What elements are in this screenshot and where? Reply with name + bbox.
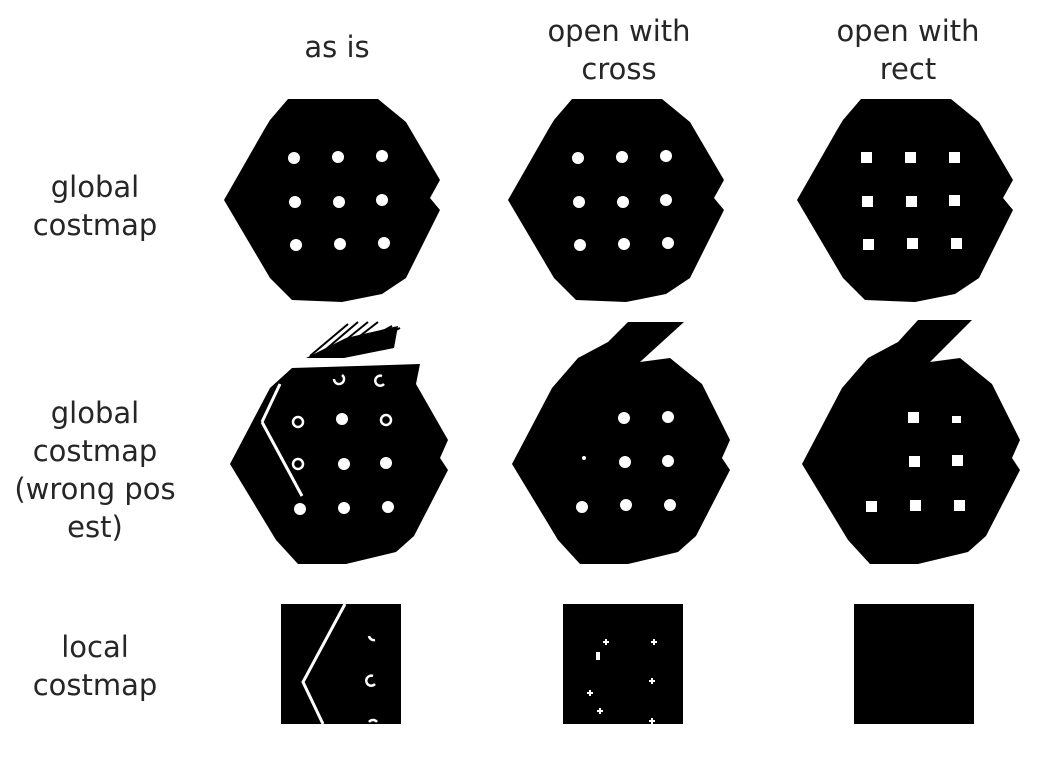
row-header-global-costmap-wrong-pos: global costmap (wrong pos est) — [14, 396, 176, 544]
costmap-wrong-pos-as-is — [230, 321, 448, 564]
column-header-as-is: as is — [304, 30, 370, 64]
costmap-local-as-is — [281, 603, 401, 725]
costmap-wrong-pos-open-cross — [512, 322, 730, 564]
costmap-global-open-rect — [797, 99, 1013, 302]
costmap-local-open-rect — [854, 604, 974, 724]
column-header-open-with-rect: open with rect — [836, 14, 980, 86]
costmap-wrong-pos-open-rect — [802, 320, 1020, 564]
costmap-global-open-cross — [508, 99, 724, 302]
row-header-local-costmap: local costmap — [32, 630, 158, 702]
costmap-local-open-cross — [563, 604, 683, 724]
column-header-open-with-cross: open with cross — [547, 14, 691, 86]
row-header-global-costmap: global costmap — [32, 170, 158, 242]
costmap-global-as-is — [224, 99, 440, 302]
